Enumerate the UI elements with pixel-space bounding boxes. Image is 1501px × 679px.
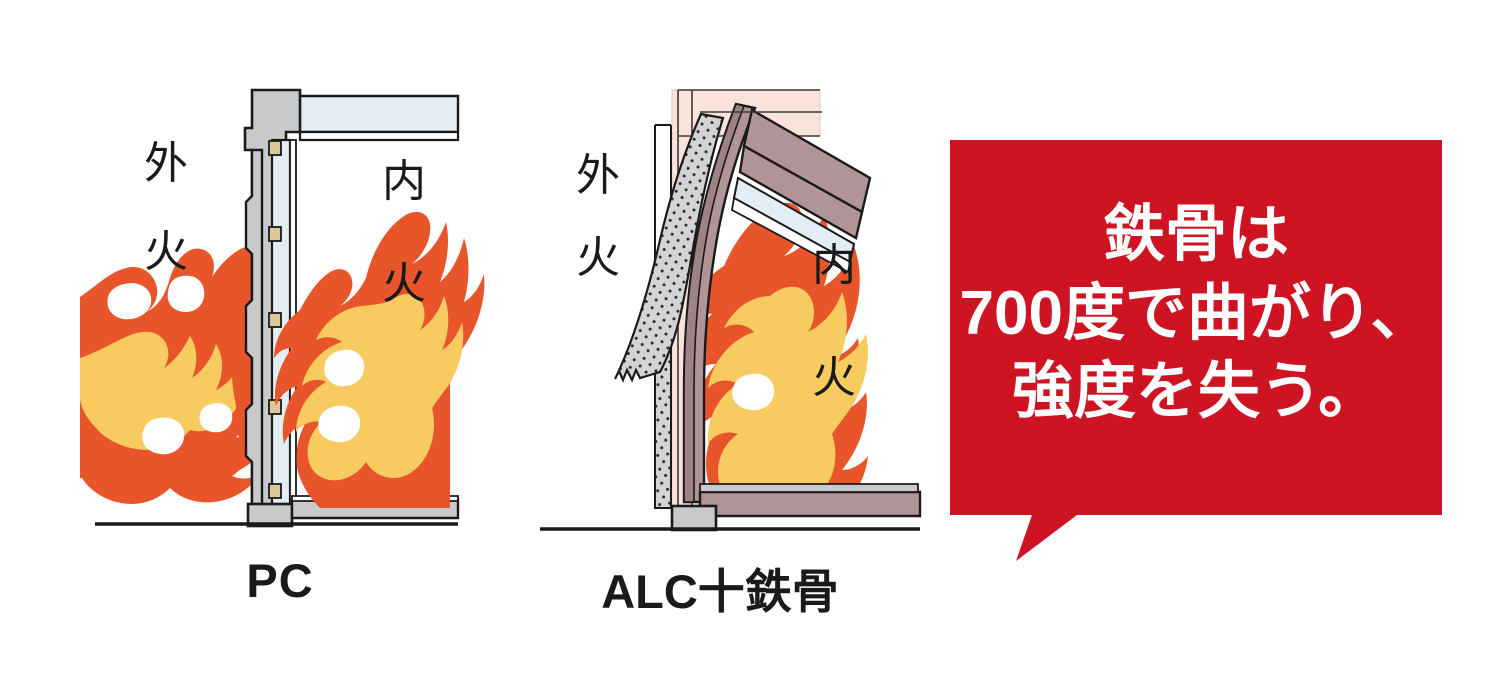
flame-white-inner-gap-1 <box>324 349 365 387</box>
callout-line-1: 鉄骨は <box>1102 200 1289 269</box>
callout-line-3: 強度を失う。 <box>1011 357 1381 427</box>
flame-white-gap-1 <box>107 283 152 320</box>
alc-label-inside-fire: 火 <box>812 353 856 402</box>
callout-line-2: 700度で曲がり、 <box>959 278 1433 348</box>
pc-label-outside: 外 <box>144 139 188 188</box>
pc-ceiling-slab <box>284 94 460 134</box>
pc-outer-flame <box>80 245 286 504</box>
callout-speech-bubble <box>950 140 1442 561</box>
flame-white-gap-3 <box>142 417 185 455</box>
pc-inner-flame <box>274 211 485 508</box>
steel-beam-buckled-lower <box>738 144 864 240</box>
callout-text-block: 鉄骨は 700度で曲がり、 強度を失う。 <box>950 196 1442 432</box>
alc-steel-diagram: 外 火 内 火 <box>540 89 922 532</box>
flame-white-alc-gap-1 <box>732 373 775 411</box>
caption-pc: PC <box>246 554 314 607</box>
flame-white-gap-2 <box>167 275 205 312</box>
flame-white-gap-4 <box>199 403 233 433</box>
alc-label-outside: 外 <box>576 151 620 200</box>
steel-column-inner-face <box>683 103 746 503</box>
pc-connector-block-4 <box>268 399 282 415</box>
pc-connector-block-2 <box>268 226 282 242</box>
speech-bubble-body <box>950 140 1442 561</box>
alc-beam-inner-sheet-2 <box>731 196 852 274</box>
alc-label-inside: 内 <box>812 241 856 290</box>
alc-floor-slab-cap <box>699 483 919 493</box>
pc-label-outside-fire: 火 <box>144 227 188 276</box>
pc-connector-block-5 <box>268 483 282 499</box>
alc-inner-flame <box>686 202 868 508</box>
alc-panel-buckled <box>614 112 725 383</box>
pc-connector-block-3 <box>268 312 282 328</box>
pc-wall-diagram: 外 火 内 火 <box>80 88 485 528</box>
pc-label-inside: 内 <box>382 157 426 206</box>
pc-panel-profile <box>244 148 264 514</box>
caption-alc: ALC十鉄骨 <box>601 565 839 618</box>
alc-base-footing <box>670 504 718 532</box>
pc-label-inside-fire: 火 <box>382 259 426 308</box>
flame-white-inner-gap-2 <box>318 405 361 443</box>
flame-yellow-alc <box>707 286 868 506</box>
pc-ceiling-slab-lower <box>298 130 460 142</box>
pc-connector-block-1 <box>268 140 282 156</box>
alc-label-outside-fire: 火 <box>576 233 620 282</box>
alc-floor-slab <box>698 490 922 518</box>
